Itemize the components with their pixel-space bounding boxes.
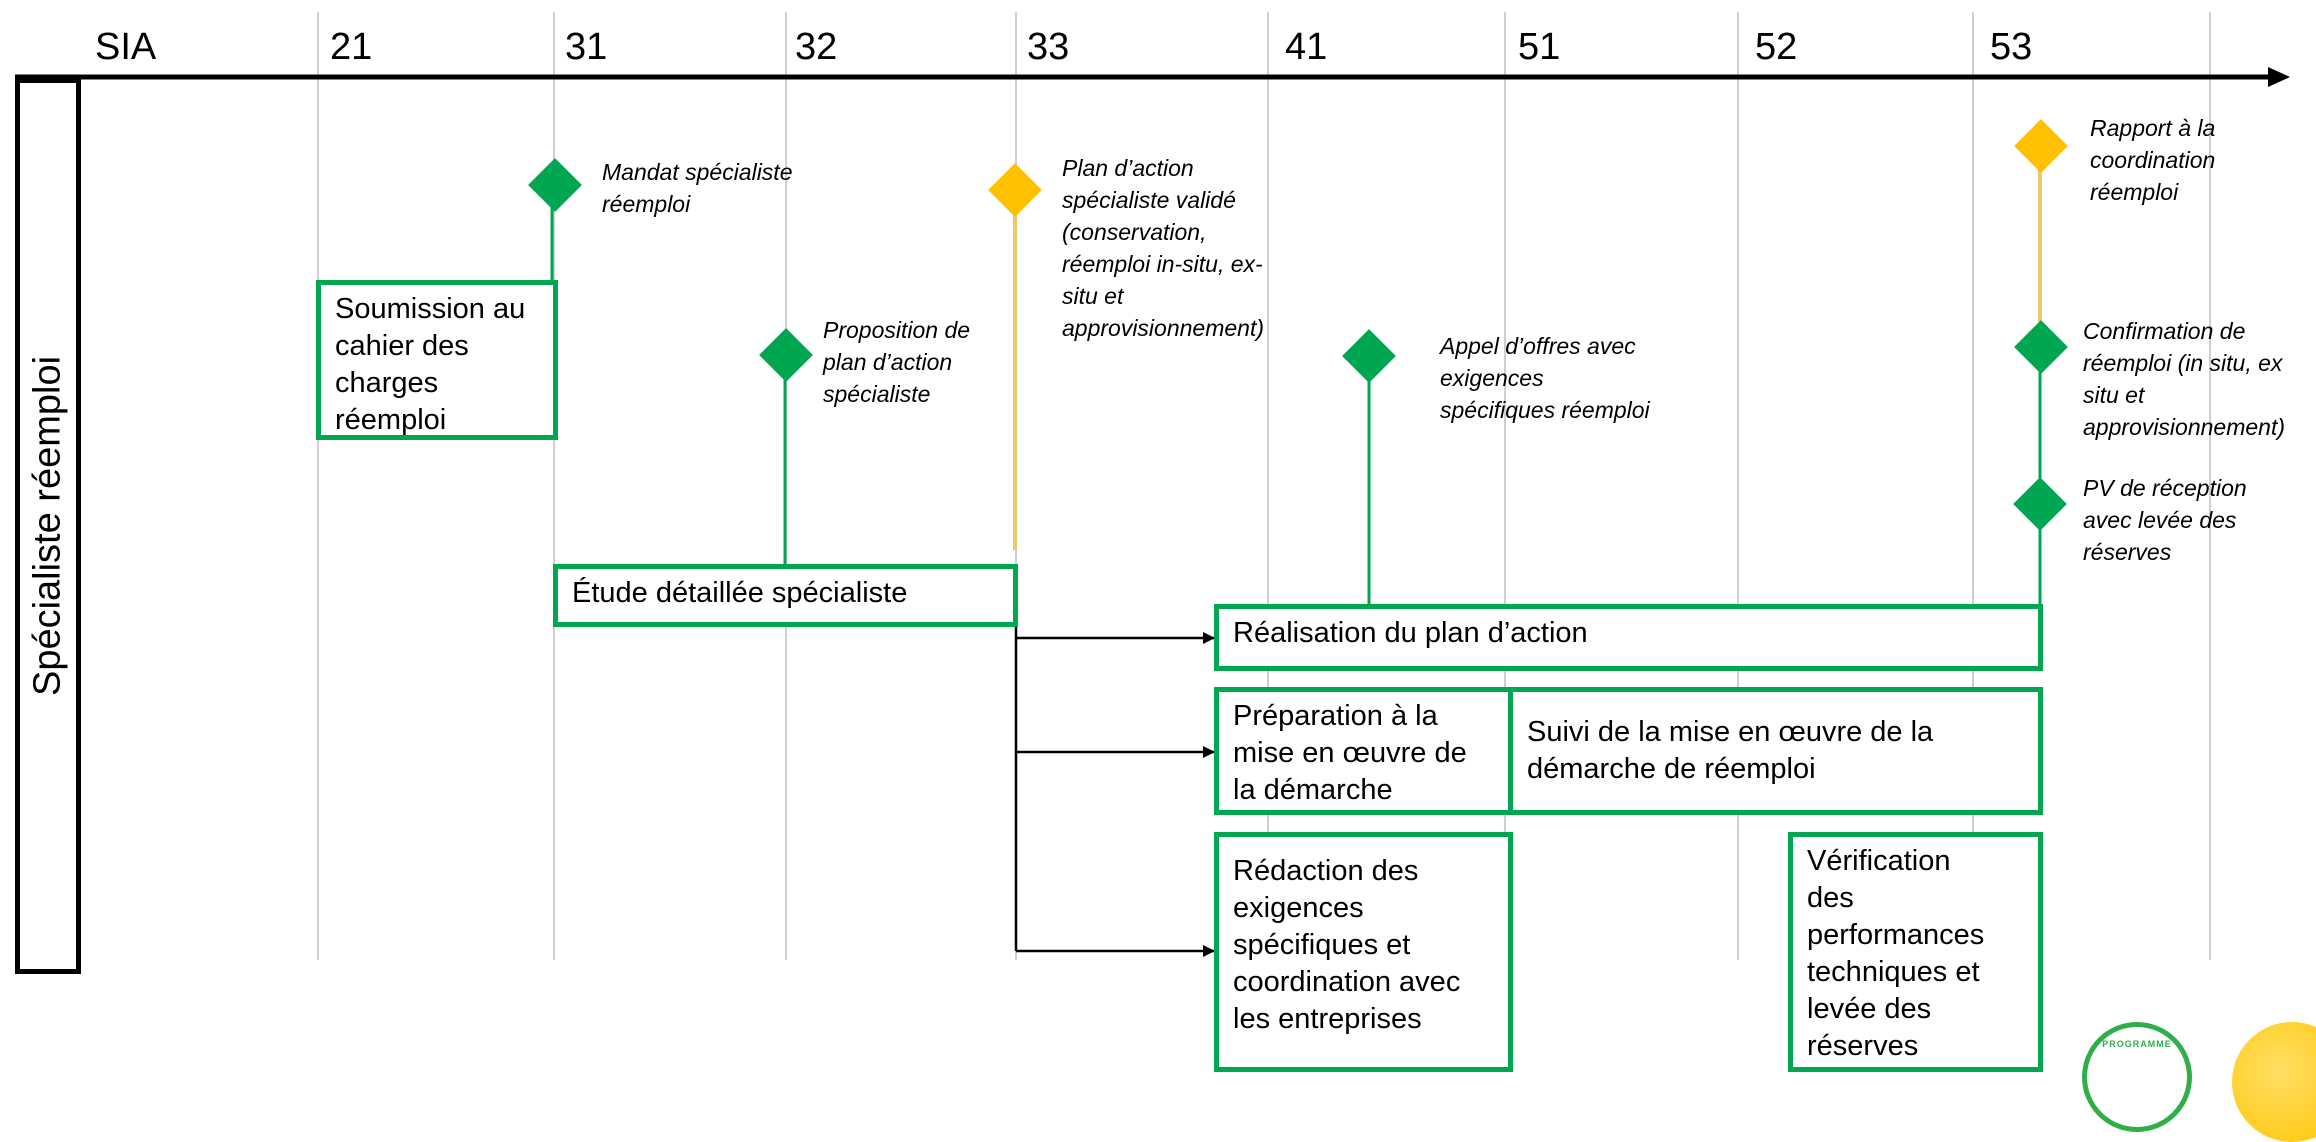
swimlane-title: Spécialiste réemploi [26,355,69,697]
note-mandat: Mandat spécialiste réemploi [602,159,793,217]
note-appel-offres: Appel d’offres avec exigences spécifique… [1440,333,1650,423]
phase-label-41: 41 [1285,26,1328,68]
box-suivi: Suivi de la mise en œuvre de la démarche… [1508,687,2043,815]
phase-label-51: 51 [1518,26,1561,68]
phase-label-sia: SIA [95,26,157,68]
note-confirmation: Confirmation de réemploi (in situ, ex si… [2083,318,2286,440]
program-logo-text: PROGRAMME [2102,1039,2172,1049]
note-rapport: Rapport à la coordination réemploi [2090,115,2216,205]
milestone-diamond-rapport [2014,119,2068,173]
milestone-diamond-appel-offres [1342,329,1396,383]
phase-label-31: 31 [565,26,608,68]
program-logo: PROGRAMME [2082,1022,2192,1132]
milestone-diamond-proposition [759,328,813,382]
note-plan-valide: Plan d’action spécialiste validé (conser… [1062,155,1265,341]
box-verification: Vérification des performances techniques… [1788,832,2043,1072]
box-soumission: Soumission au cahier des charges réemplo… [316,280,558,440]
milestone-diamond-mandat [528,158,582,212]
phase-label-52: 52 [1755,26,1798,68]
milestone-diamond-confirmation [2014,320,2068,374]
swimlane-header: Spécialiste réemploi [15,78,81,974]
timeline-arrowhead [2268,67,2290,87]
box-redaction: Rédaction des exigences spécifiques et c… [1214,832,1513,1072]
phase-label-53: 53 [1990,26,2033,68]
milestone-diamond-plan-valide [988,163,1042,217]
phase-label-32: 32 [795,26,838,68]
box-preparation: Préparation à la mise en œuvre de la dém… [1214,687,1513,815]
box-etude-detaillee: Étude détaillée spécialiste [553,564,1018,627]
note-pv-reception: PV de réception avec levée des réserves [2083,475,2247,565]
diagram-lines [15,12,2290,960]
box-realisation: Réalisation du plan d’action [1214,604,2043,671]
milestone-diamond-pv [2013,477,2067,531]
phase-label-21: 21 [330,26,373,68]
phase-label-33: 33 [1027,26,1070,68]
process-diagram: SIA 21 31 32 33 41 51 52 53 Spécialiste … [15,12,2316,1142]
note-proposition: Proposition de plan d’action spécialiste [823,317,971,407]
